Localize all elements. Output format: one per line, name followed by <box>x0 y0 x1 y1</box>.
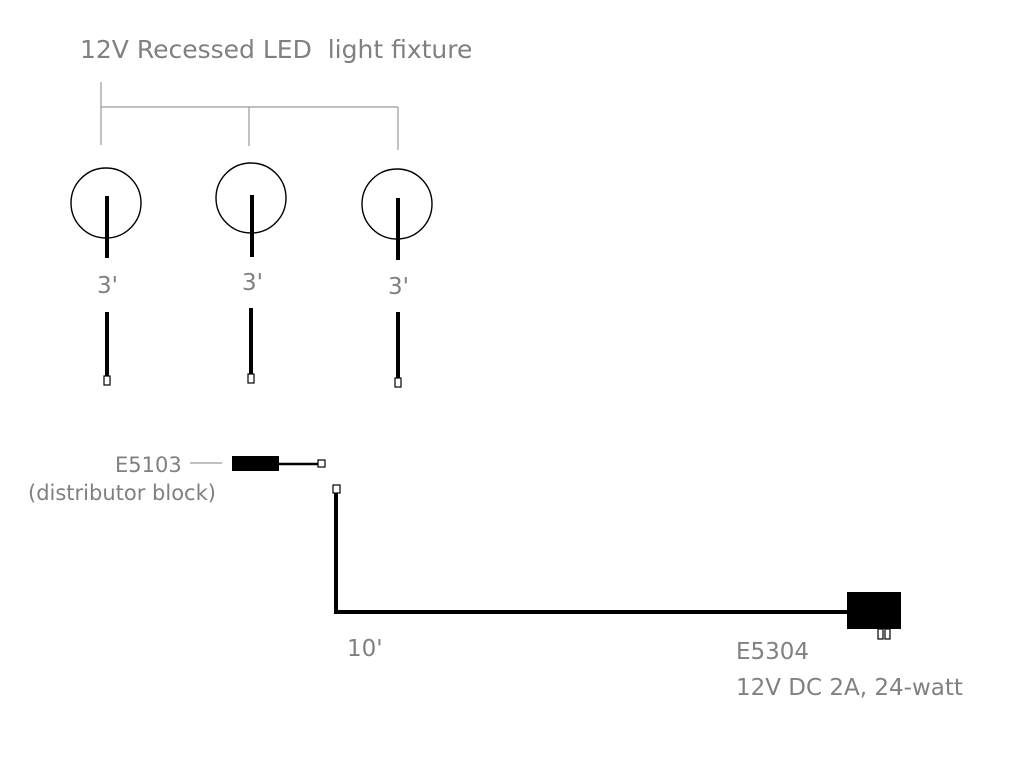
led-fixture-1: 3' <box>70 167 142 386</box>
main-cable-length: 10' <box>347 636 383 662</box>
power-plug-prong-2 <box>884 628 891 640</box>
distributor-body <box>232 456 279 471</box>
fixture-bracket <box>100 82 399 150</box>
fixture-length-3: 3' <box>388 274 409 300</box>
led-fixture-2: 3' <box>215 162 287 384</box>
distributor-part-number: E5103 <box>115 453 182 477</box>
distributor-connector <box>317 459 326 468</box>
power-supply-body <box>847 592 901 629</box>
distributor-block: E5103 (distributor block) <box>28 453 326 505</box>
main-cable-wire <box>334 493 850 614</box>
main-cable: 10' <box>332 484 850 662</box>
power-plug-prong-1 <box>877 628 884 640</box>
fixture-length-1: 3' <box>97 273 118 299</box>
main-cable-connector <box>332 484 341 494</box>
power-supply-part-number: E5304 <box>736 639 809 665</box>
fixture-length-2: 3' <box>242 270 263 296</box>
fixture-connector-1 <box>103 375 111 386</box>
fixture-connector-2 <box>247 373 255 384</box>
fixture-connector-3 <box>394 377 402 388</box>
power-supply: E5304 12V DC 2A, 24-watt <box>736 592 963 701</box>
distributor-description: (distributor block) <box>28 481 216 505</box>
power-supply-spec: 12V DC 2A, 24-watt <box>736 675 963 701</box>
fixture-title: 12V Recessed LED light fixture <box>80 35 472 64</box>
led-fixture-3: 3' <box>361 168 433 388</box>
